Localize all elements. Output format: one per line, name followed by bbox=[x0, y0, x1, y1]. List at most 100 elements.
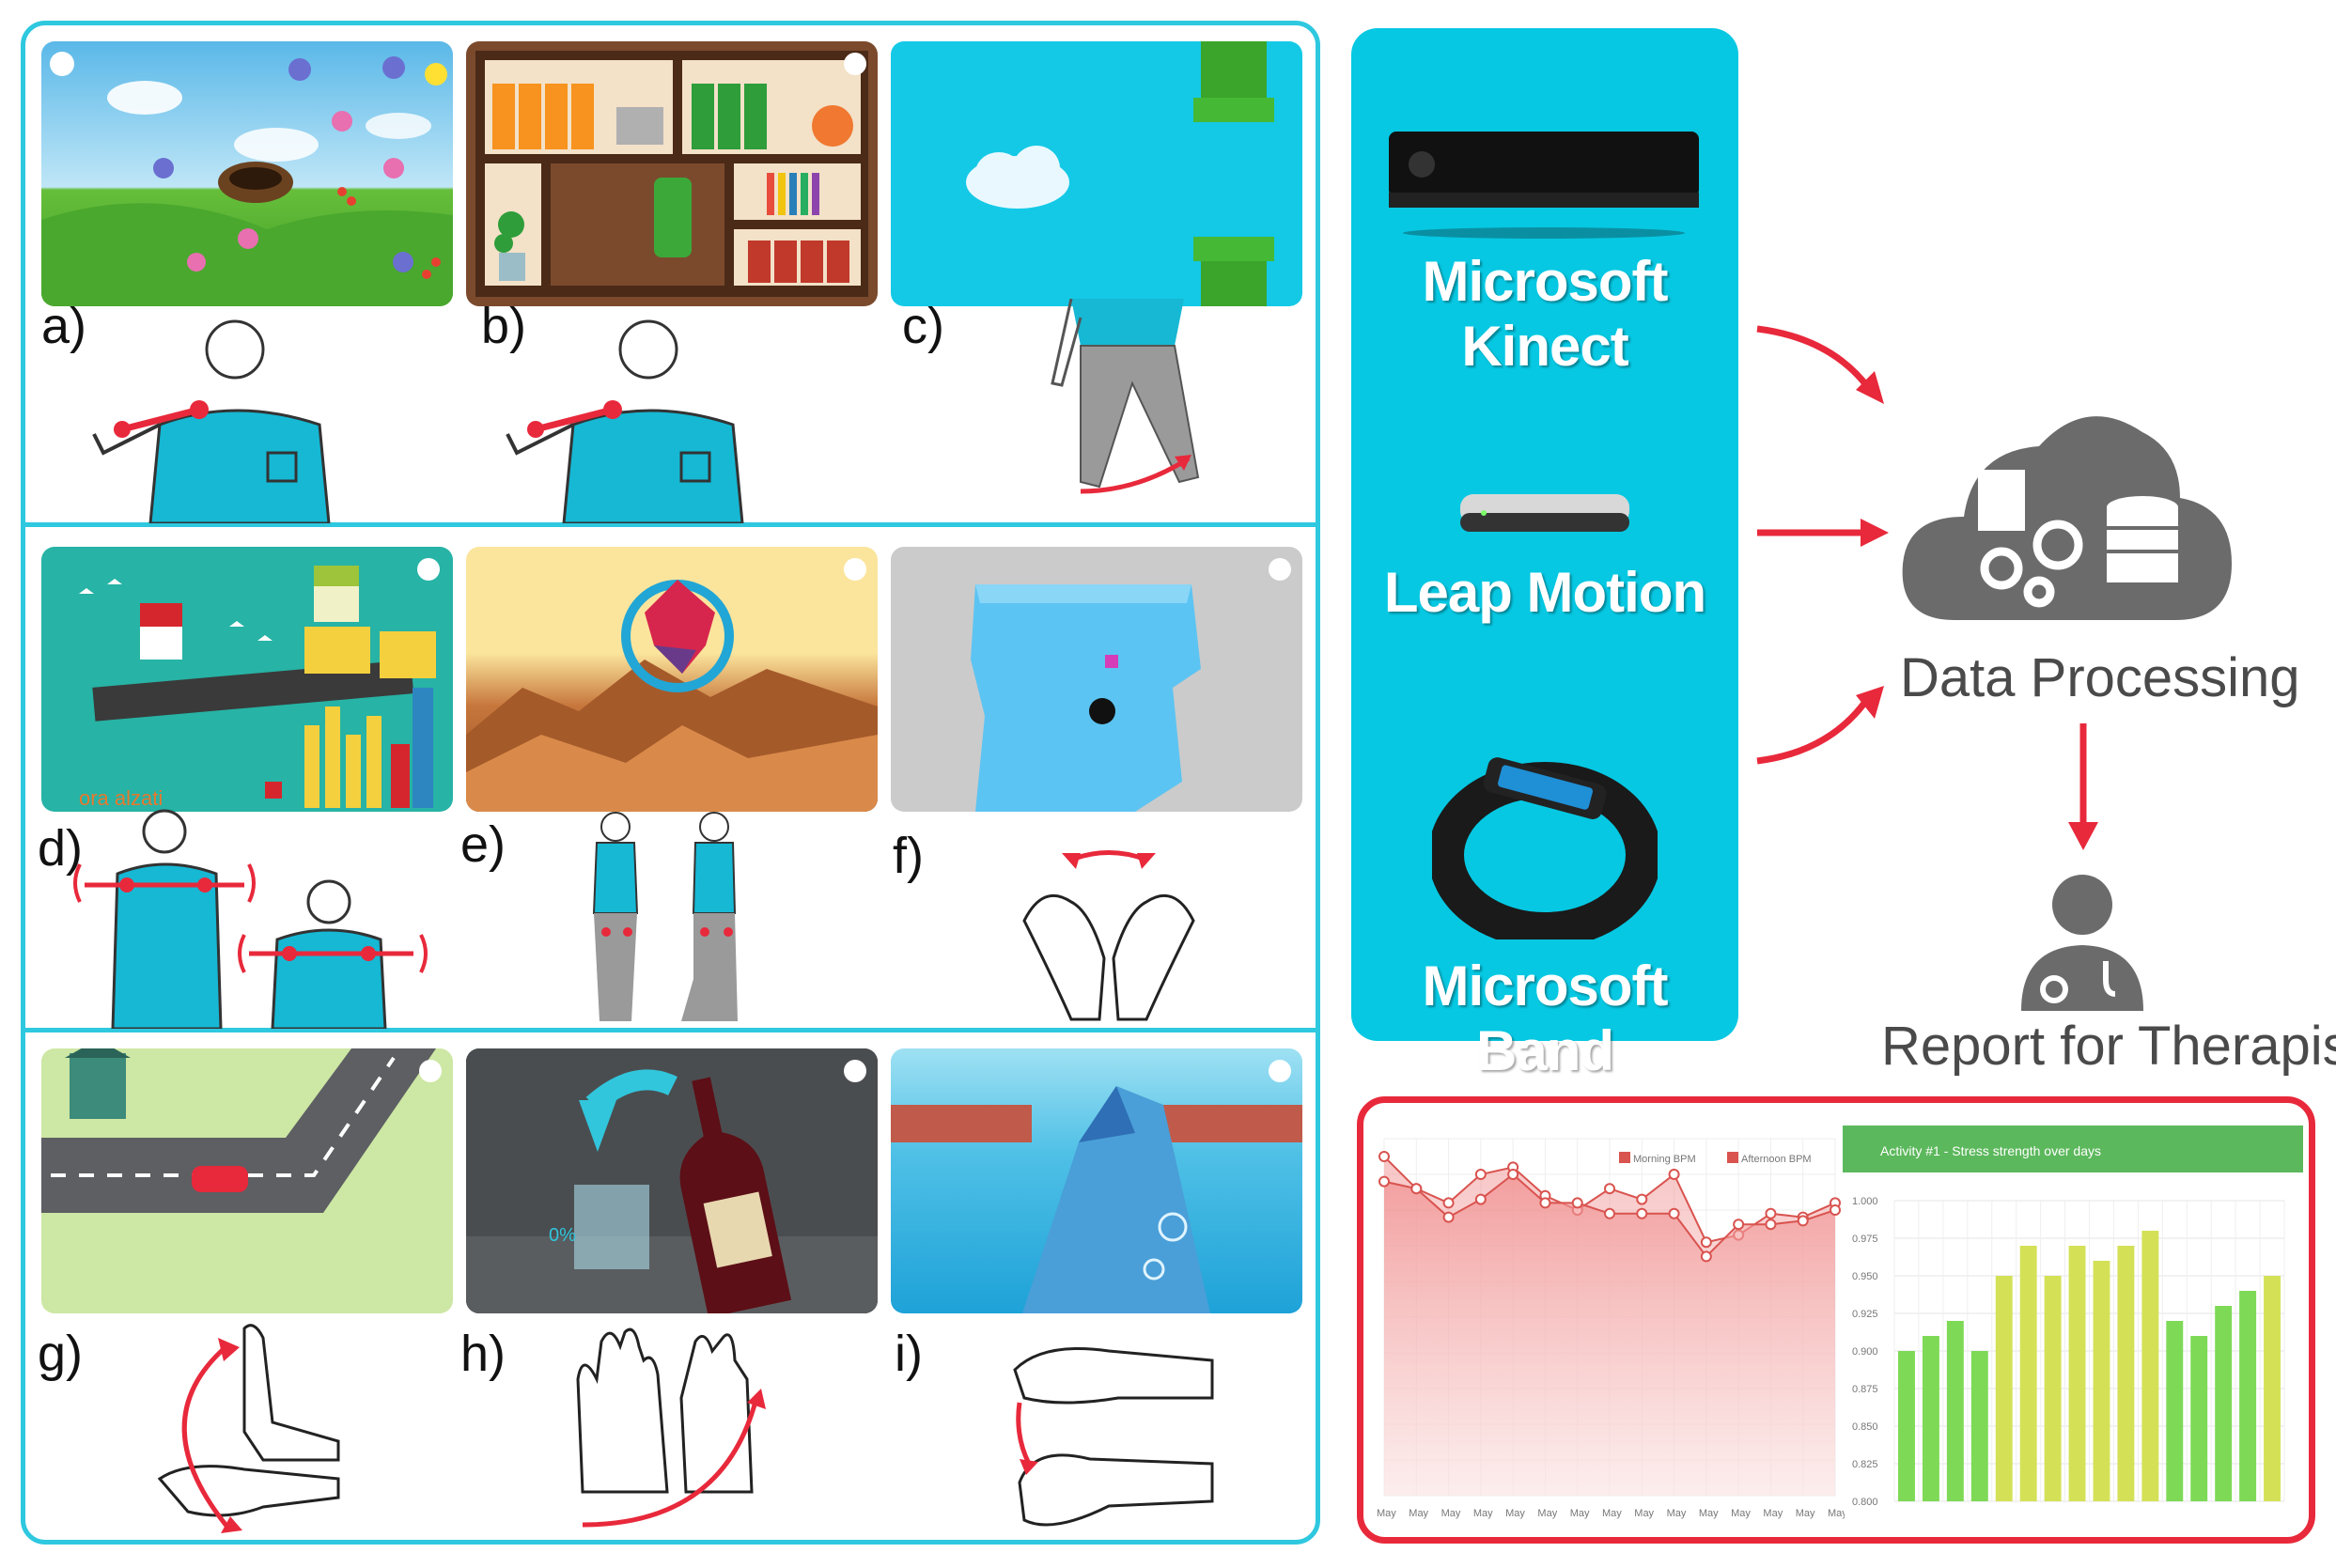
panel-label-a: a) bbox=[41, 298, 87, 354]
data-processing-label: Data Processing bbox=[1900, 647, 2300, 708]
data-point bbox=[1571, 1197, 1583, 1209]
x-tick-label: May bbox=[1699, 1508, 1719, 1519]
data-point bbox=[1474, 1169, 1487, 1180]
x-tick-label: May bbox=[1602, 1508, 1622, 1519]
bar bbox=[1970, 1351, 1988, 1501]
device-name-band: Microsoft Band bbox=[1422, 955, 1669, 1082]
bar bbox=[2019, 1246, 2037, 1501]
row-divider-1 bbox=[21, 522, 1320, 527]
data-point bbox=[1442, 1211, 1455, 1223]
data-point bbox=[1378, 1175, 1390, 1188]
panel-label-d: d) bbox=[38, 820, 84, 877]
x-tick-label: May bbox=[1828, 1508, 1845, 1519]
game-panel-g bbox=[41, 1048, 453, 1313]
device-name-leap: Leap Motion bbox=[1383, 561, 1706, 624]
bar bbox=[2239, 1291, 2257, 1501]
game-panel-i bbox=[891, 1048, 1302, 1313]
data-flow-arrows bbox=[1756, 325, 1889, 765]
y-tick-label: 0.900 bbox=[1852, 1346, 1878, 1358]
microsoft-band-icon bbox=[1432, 757, 1658, 939]
game-panel-e bbox=[466, 547, 878, 812]
bar bbox=[2190, 1336, 2208, 1501]
game-panel-f bbox=[891, 547, 1302, 812]
y-tick-label: 0.950 bbox=[1852, 1271, 1878, 1282]
bar bbox=[2215, 1306, 2233, 1501]
x-tick-label: May bbox=[1473, 1508, 1493, 1519]
bar bbox=[2068, 1246, 2086, 1501]
watermark-text: ora alzati bbox=[79, 786, 163, 810]
bar-chart-title: Activity #1 - Stress strength over days bbox=[1880, 1143, 2101, 1158]
x-tick-label: May bbox=[1441, 1508, 1461, 1519]
y-tick-label: 0.925 bbox=[1852, 1309, 1878, 1320]
x-tick-label: May bbox=[1505, 1508, 1525, 1519]
data-point bbox=[1507, 1169, 1519, 1180]
y-tick-label: 0.850 bbox=[1852, 1421, 1878, 1433]
panel-label-c: c) bbox=[902, 298, 944, 354]
x-tick-label: May bbox=[1667, 1508, 1687, 1519]
report-for-therapist-label: Report for Therapist bbox=[1881, 1016, 2336, 1077]
bar bbox=[1946, 1321, 1964, 1501]
x-tick-label: May bbox=[1537, 1508, 1557, 1519]
legend-swatch bbox=[1727, 1152, 1738, 1163]
bar bbox=[2044, 1276, 2062, 1501]
y-tick-label: 0.875 bbox=[1852, 1384, 1878, 1395]
road-car-scene bbox=[41, 1048, 442, 1213]
therapist-icon bbox=[2021, 875, 2143, 1011]
wrist-flexion-hands bbox=[1022, 850, 1195, 1021]
x-tick-label: May bbox=[1377, 1508, 1396, 1519]
x-tick-label: May bbox=[1731, 1508, 1751, 1519]
data-point bbox=[1636, 1193, 1648, 1205]
bar bbox=[1995, 1276, 2013, 1501]
data-point bbox=[1797, 1215, 1809, 1227]
bar-chart-header bbox=[1843, 1126, 2303, 1172]
x-tick-label: May bbox=[1409, 1508, 1428, 1519]
data-point bbox=[1539, 1197, 1551, 1209]
data-point bbox=[1668, 1169, 1680, 1180]
y-tick-label: 1.000 bbox=[1852, 1196, 1878, 1207]
iceberg-scene bbox=[891, 1060, 1302, 1313]
data-point bbox=[1765, 1219, 1777, 1231]
x-tick-label: May bbox=[1763, 1508, 1783, 1519]
panel-label-g: g) bbox=[38, 1326, 84, 1382]
panel-label-b: b) bbox=[481, 298, 527, 354]
wine-pour-scene: 0% bbox=[466, 1048, 878, 1313]
panel-label-h: h) bbox=[460, 1326, 506, 1382]
game-panel-c bbox=[891, 41, 1302, 306]
data-point bbox=[1830, 1204, 1841, 1216]
down-arrow bbox=[2068, 723, 2098, 850]
data-point bbox=[1700, 1236, 1712, 1249]
row-divider-2 bbox=[21, 1028, 1320, 1032]
balloon-mountains-scene bbox=[466, 558, 878, 812]
y-tick-label: 0.975 bbox=[1852, 1234, 1878, 1245]
data-point bbox=[1378, 1151, 1390, 1162]
exercise-grid-frame bbox=[21, 21, 1320, 1545]
bar bbox=[1898, 1351, 1915, 1501]
series-area bbox=[1384, 1174, 1835, 1496]
finger-spread-hands bbox=[576, 1327, 766, 1528]
leg-abduction-figure bbox=[1051, 299, 1200, 494]
bar bbox=[2141, 1231, 2159, 1501]
data-point bbox=[1604, 1207, 1615, 1219]
bar bbox=[2166, 1321, 2184, 1501]
data-point bbox=[1765, 1207, 1777, 1219]
sensor-devices-panel: Microsoft Kinect Leap Motion Microsoft B… bbox=[1351, 28, 1738, 1082]
legend-label: Morning BPM bbox=[1633, 1154, 1696, 1165]
bar bbox=[1922, 1336, 1939, 1501]
fill-percent: 0% bbox=[549, 1225, 576, 1246]
panel-label-e: e) bbox=[460, 816, 506, 873]
data-point bbox=[1636, 1207, 1648, 1219]
x-tick-label: May bbox=[1570, 1508, 1590, 1519]
shoulder-flexion-figure bbox=[506, 319, 744, 523]
data-point bbox=[1442, 1197, 1455, 1209]
x-tick-label: May bbox=[1796, 1508, 1815, 1519]
cube-ball-scene bbox=[971, 558, 1291, 812]
owls-nest-scene bbox=[41, 52, 453, 306]
panel-label-f: f) bbox=[893, 828, 924, 884]
bar bbox=[2264, 1276, 2281, 1501]
forearm-rotation-hands bbox=[157, 1324, 340, 1533]
shoulder-abduction-figure bbox=[92, 319, 331, 523]
x-tick-label: May bbox=[1634, 1508, 1654, 1519]
legend-swatch bbox=[1619, 1152, 1630, 1163]
data-point bbox=[1604, 1183, 1615, 1195]
